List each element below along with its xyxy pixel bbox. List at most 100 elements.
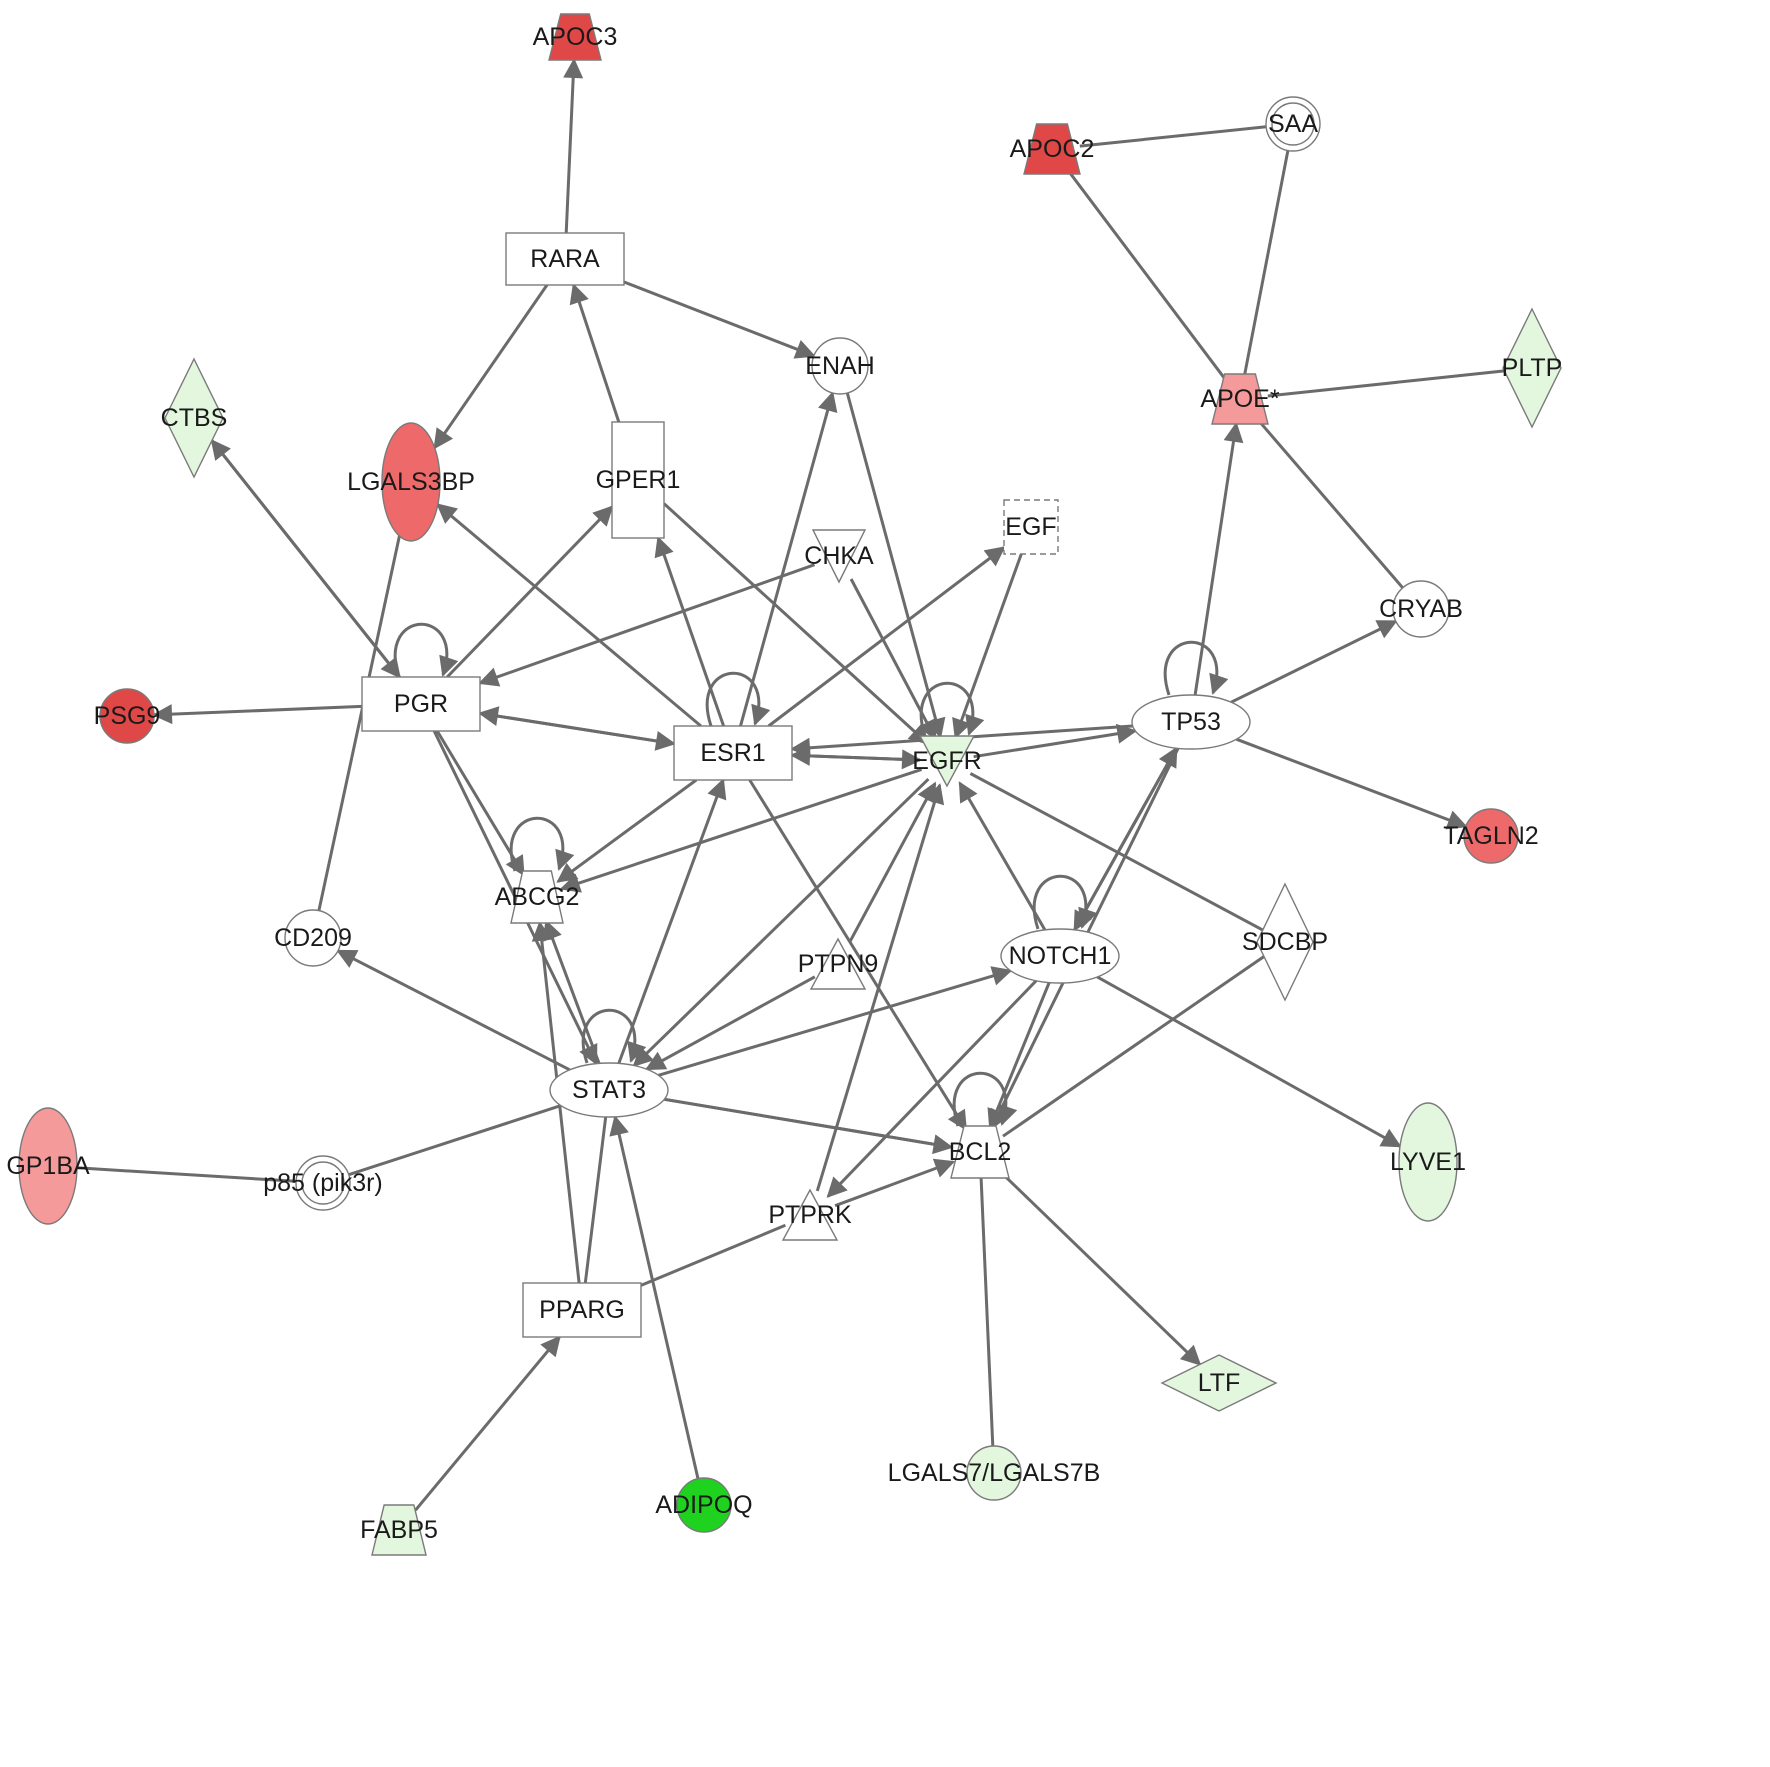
edge-tp53-to-apoe [1193, 421, 1244, 696]
node-shape-ltf [1160, 1354, 1278, 1412]
node-lyve1[interactable]: LYVE1 [1390, 1102, 1466, 1222]
node-shape-notch1 [1000, 928, 1120, 984]
node-shape-apoe [1211, 373, 1269, 425]
node-cd209[interactable]: CD209 [274, 909, 352, 967]
node-pltp[interactable]: PLTP [1502, 307, 1563, 429]
node-shape-abcg2 [510, 870, 564, 924]
node-label-pltp: PLTP [1502, 354, 1563, 382]
edge-gp1ba-to-p85 [76, 1166, 297, 1183]
node-p85[interactable]: p85 (pik3r) [263, 1155, 383, 1211]
node-label-abcg2: ABCG2 [495, 883, 580, 911]
node-label-egfr: EGFR [912, 747, 981, 775]
node-chka[interactable]: CHKA [804, 529, 874, 584]
edge-fabp5-to-pparg [414, 1335, 561, 1512]
edge-saa-to-apoe [1243, 150, 1290, 375]
node-shape-apoc3 [548, 13, 602, 61]
node-gper1[interactable]: GPER1 [596, 421, 681, 539]
node-lgals7[interactable]: LGALS7/LGALS7B [888, 1445, 1101, 1501]
edge-egfr-to-abcg2 [559, 767, 923, 893]
node-saa[interactable]: SAA [1265, 96, 1321, 152]
node-label-bcl2: BCL2 [949, 1138, 1012, 1166]
node-label-tagln2: TAGLN2 [1443, 822, 1538, 850]
node-label-gper1: GPER1 [596, 466, 681, 494]
node-label-apoc2: APOC2 [1010, 135, 1095, 163]
node-label-pgr: PGR [394, 690, 448, 718]
edge-tp53-to-notch1 [1073, 747, 1178, 932]
node-stat3[interactable]: STAT3 [549, 1062, 669, 1118]
node-apoe[interactable]: APOE* [1200, 373, 1280, 425]
node-label-egf: EGF [1005, 513, 1056, 541]
node-sdcbp[interactable]: SDCBP [1242, 882, 1328, 1002]
node-label-tp53: TP53 [1161, 708, 1221, 736]
edge-stat3-to-notch1 [658, 966, 1013, 1077]
node-adipoq[interactable]: ADIPOQ [655, 1477, 753, 1533]
self-loops-layer [393, 622, 1229, 1127]
node-rara[interactable]: RARA [505, 232, 625, 286]
node-egfr[interactable]: EGFR [912, 735, 982, 788]
node-psg9[interactable]: PSG9 [94, 688, 161, 744]
node-esr1[interactable]: ESR1 [673, 725, 793, 781]
node-shape-egfr [918, 735, 976, 788]
node-pgr[interactable]: PGR [361, 676, 481, 732]
node-cryab[interactable]: CRYAB [1379, 580, 1463, 638]
node-notch1[interactable]: NOTCH1 [1000, 928, 1120, 984]
node-ptprk[interactable]: PTPRK [768, 1188, 852, 1241]
node-shape-rara [505, 232, 625, 286]
edge-esr1-to-pgr [478, 706, 675, 746]
node-tagln2[interactable]: TAGLN2 [1443, 808, 1539, 864]
edge-esr1-to-gper1 [654, 536, 726, 727]
edge-pparg-to-ptprk [640, 1223, 786, 1287]
edge-ptprk-to-bcl2 [834, 1158, 956, 1208]
node-label-cryab: CRYAB [1379, 595, 1463, 623]
edge-esr1-to-lgals3bp [436, 503, 702, 728]
node-ptpn9[interactable]: PTPN9 [798, 937, 879, 990]
edge-pparg-to-stat3 [583, 1116, 608, 1284]
node-shape-ptprk [781, 1188, 839, 1241]
node-lgals3bp[interactable]: LGALS3BP [347, 422, 475, 542]
node-egf[interactable]: EGF [1003, 499, 1059, 555]
node-enah[interactable]: ENAH [805, 337, 875, 395]
node-gp1ba[interactable]: GP1BA [6, 1107, 90, 1225]
edge-enah-to-egfr [845, 392, 946, 739]
edge-gper1-to-rara [569, 283, 621, 423]
edge-bcl2-to-lgals7 [979, 1177, 995, 1447]
node-abcg2[interactable]: ABCG2 [495, 870, 580, 924]
edge-ptprk-to-egfr [815, 783, 945, 1192]
edge-esr1-to-enah [739, 391, 838, 727]
edges-layer [76, 58, 1505, 1512]
edge-adipoq-to-stat3 [609, 1114, 700, 1480]
node-label-lgals7: LGALS7/LGALS7B [888, 1459, 1101, 1487]
node-label-gp1ba: GP1BA [6, 1152, 90, 1180]
node-label-rara: RARA [530, 245, 600, 273]
node-label-enah: ENAH [805, 352, 874, 380]
node-shape-gper1 [611, 421, 665, 539]
node-bcl2[interactable]: BCL2 [949, 1125, 1012, 1179]
edge-stat3-to-cd209 [336, 949, 571, 1072]
node-label-cd209: CD209 [274, 924, 352, 952]
edge-esr1-to-abcg2 [556, 778, 698, 883]
node-apoc3[interactable]: APOC3 [533, 13, 618, 61]
node-apoc2[interactable]: APOC2 [1010, 123, 1095, 175]
node-shape-ptpn9 [809, 937, 867, 990]
edge-tp53-to-tagln2 [1235, 737, 1468, 830]
node-tp53[interactable]: TP53 [1131, 694, 1251, 750]
node-label-pparg: PPARG [539, 1296, 625, 1324]
edge-bcl2-to-sdcbp [1002, 955, 1265, 1138]
edge-rara-to-enah [623, 280, 816, 359]
node-shape-sdcbp [1256, 882, 1314, 1002]
node-shape-cryab [1392, 580, 1450, 638]
node-shape-psg9 [99, 688, 155, 744]
edge-egfr-to-sdcbp [969, 772, 1264, 932]
node-shape-tp53 [1131, 694, 1251, 750]
edge-cd209-to-lgals3bp [317, 535, 401, 911]
node-label-esr1: ESR1 [700, 739, 765, 767]
node-label-psg9: PSG9 [94, 702, 161, 730]
node-shape-enah [811, 337, 869, 395]
node-ctbs[interactable]: CTBS [161, 357, 228, 479]
edge-esr1-to-egf [767, 546, 1006, 728]
edge-chka-to-pgr [478, 563, 816, 687]
node-fabp5[interactable]: FABP5 [360, 1504, 438, 1556]
node-pparg[interactable]: PPARG [522, 1282, 642, 1338]
node-ltf[interactable]: LTF [1160, 1354, 1278, 1412]
node-label-fabp5: FABP5 [360, 1516, 438, 1544]
